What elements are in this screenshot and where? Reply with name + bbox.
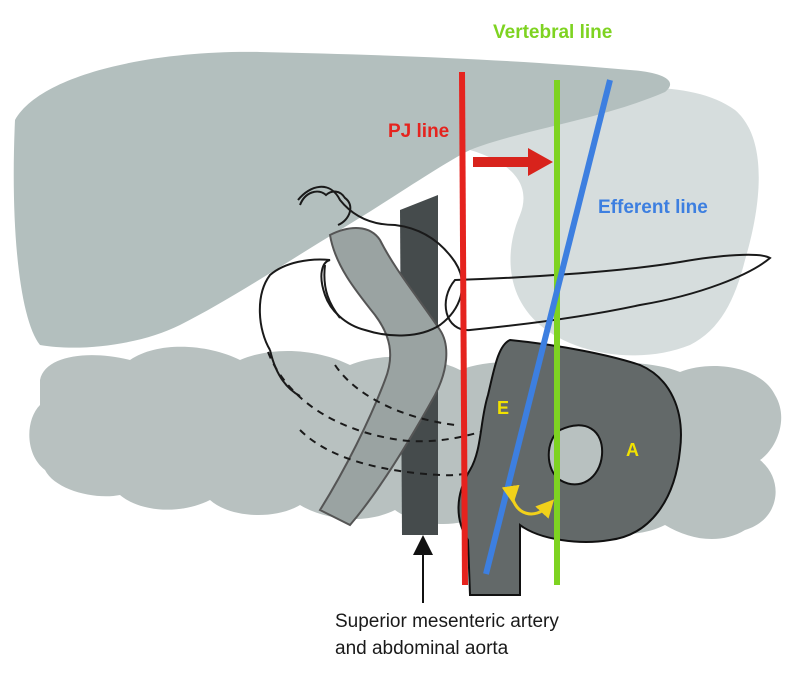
duodenum-bulb-outline <box>299 190 352 226</box>
duodenum-dashed-path-2 <box>334 364 456 426</box>
shift-arrow <box>473 148 553 176</box>
jejunal-loop <box>457 338 682 596</box>
efferent-line-label: Efferent line <box>598 197 708 218</box>
pj-line-label: PJ line <box>388 121 449 142</box>
vertebral-line-label: Vertebral line <box>493 22 612 43</box>
stomach-shape <box>470 87 759 356</box>
sma-caption-line-2: and abdominal aorta <box>335 638 509 659</box>
e-marker: E <box>497 398 509 418</box>
pj-line <box>459 71 468 586</box>
mesenteric-vein <box>318 227 448 527</box>
pancreas-outline <box>444 253 772 332</box>
liver-shape <box>13 51 671 348</box>
sma-caption-line-1: Superior mesenteric artery <box>335 611 559 632</box>
curved-double-arrow <box>501 484 555 519</box>
duodenum-lower-outline <box>269 264 341 397</box>
duodenum-outline <box>258 185 464 351</box>
a-marker: A <box>626 440 639 460</box>
